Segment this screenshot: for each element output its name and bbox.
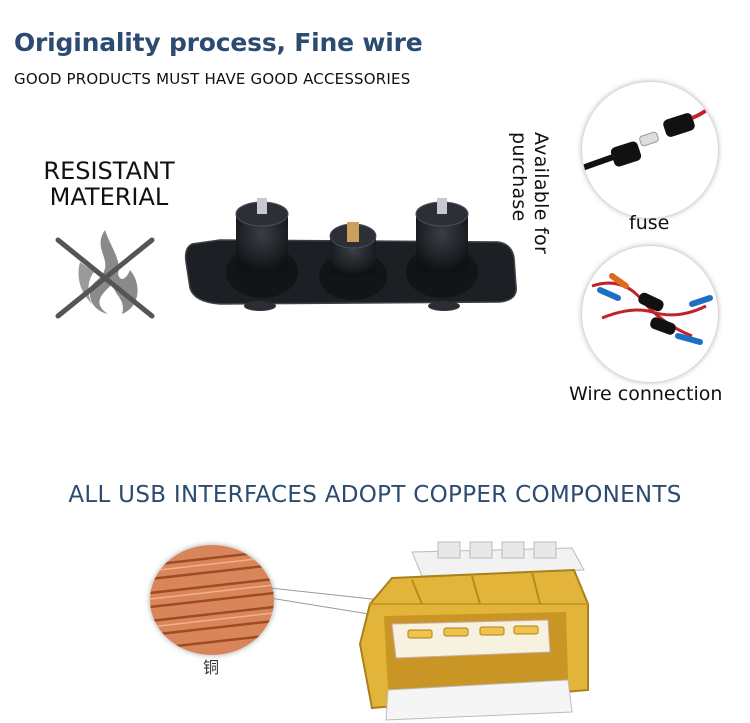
- wire-connection-image: [582, 246, 718, 382]
- socket-panel-image: [184, 198, 517, 311]
- wire-connection-icon: [591, 273, 713, 345]
- usb-section-title: ALL USB INTERFACES ADOPT COPPER COMPONEN…: [68, 482, 682, 508]
- available-for-purchase-label: Available for purchase: [508, 132, 552, 255]
- page-subtitle: GOOD PRODUCTS MUST HAVE GOOD ACCESSORIES: [14, 70, 411, 88]
- fuse-icon: [582, 96, 718, 171]
- usb-connector-image: [358, 541, 589, 721]
- page-title: Originality process, Fine wire: [14, 28, 423, 57]
- resistant-line-2: MATERIAL: [49, 183, 169, 211]
- copper-sheets-icon: [150, 545, 274, 655]
- no-fire-icon: [55, 230, 155, 319]
- resistant-material-label: RESISTANT MATERIAL: [34, 158, 184, 210]
- fuse-image: [582, 82, 718, 218]
- resistant-line-1: RESISTANT: [43, 157, 175, 185]
- wire-connection-caption: Wire connection: [569, 383, 723, 405]
- copper-label: 铜: [203, 658, 220, 677]
- fuse-caption: fuse: [629, 212, 670, 234]
- copper-image: [150, 545, 274, 655]
